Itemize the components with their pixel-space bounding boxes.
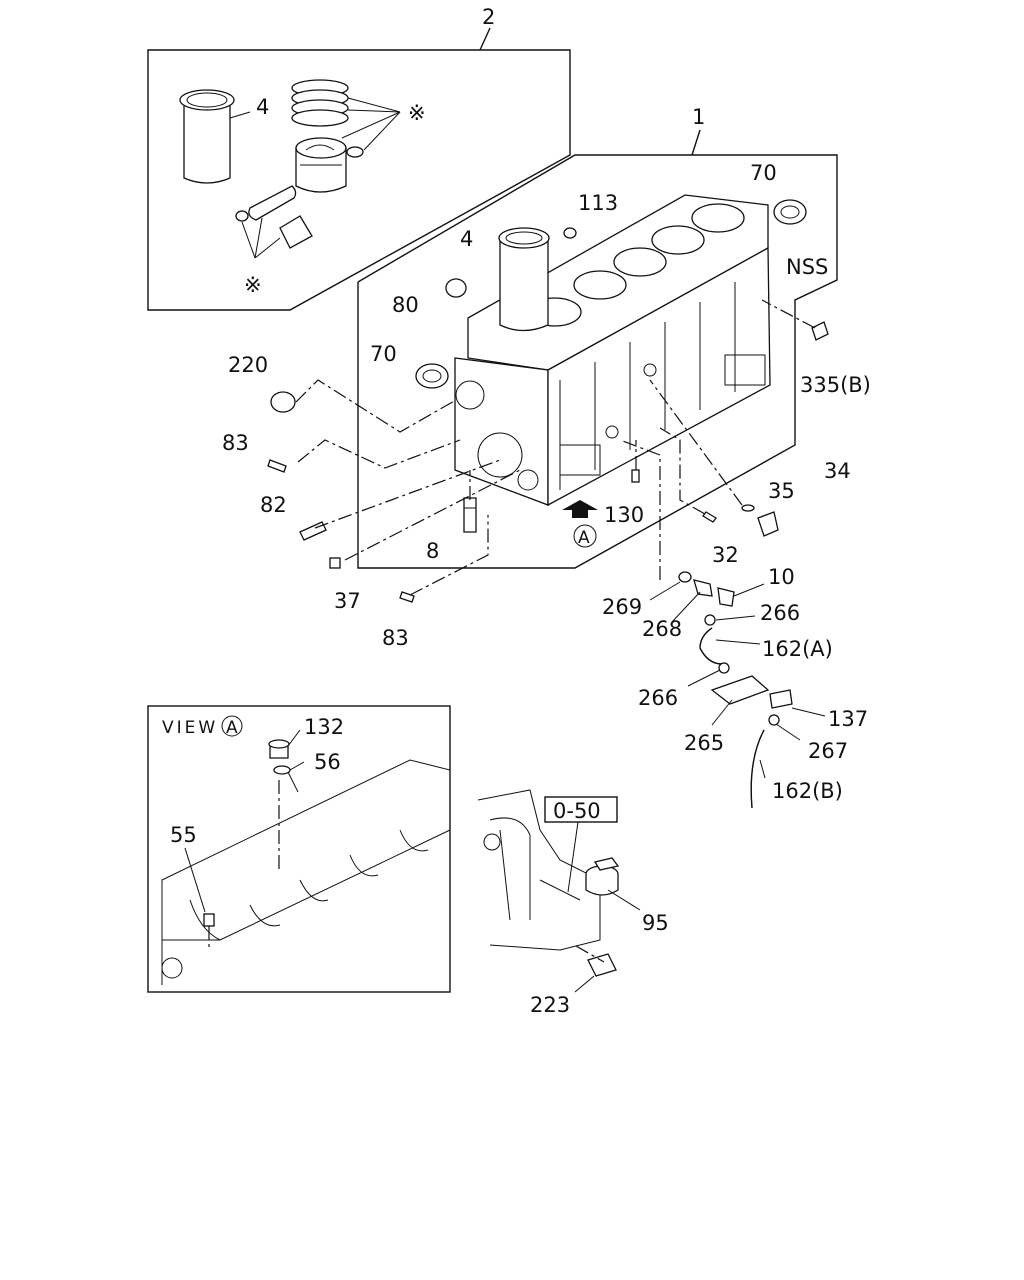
callout-70-left: 70 [370, 342, 397, 366]
callout-55: 55 [170, 823, 197, 847]
arrow-up-icon [562, 500, 598, 518]
piston-pin-part [235, 185, 313, 249]
callout-162a: 162(A) [762, 637, 833, 661]
callout-268: 268 [642, 617, 682, 641]
callout-335b: 335(B) [800, 373, 871, 397]
callout-80: 80 [392, 293, 419, 317]
view-a-marker [573, 524, 597, 548]
view-a-block-detail [161, 729, 451, 985]
callout-265: 265 [684, 731, 724, 755]
oil-seal-70-left-part [415, 363, 449, 389]
plug-37-part [329, 557, 341, 569]
callout-113: 113 [578, 191, 618, 215]
callout-star-rings: ※ [408, 101, 426, 125]
callout-137: 137 [828, 707, 868, 731]
callout-8: 8 [426, 539, 439, 563]
callout-4-kit: 4 [256, 95, 269, 119]
bolt-8-part [463, 497, 477, 533]
piston-rings-part [291, 79, 349, 127]
callout-56: 56 [314, 750, 341, 774]
plug-335b-part [811, 321, 829, 341]
oil-pipe-leaders [649, 581, 826, 779]
callout-70-top: 70 [750, 161, 777, 185]
cylinder-liner-kit-part [179, 89, 251, 184]
callout-1: 1 [692, 105, 705, 129]
callout-130: 130 [604, 503, 644, 527]
callout-view-a: A [578, 528, 593, 548]
bottom-detail-engine [477, 789, 618, 951]
cylinder-liner-part [498, 227, 550, 332]
callout-266-top: 266 [760, 601, 800, 625]
plug-113-part [563, 227, 577, 239]
callout-34: 34 [824, 459, 851, 483]
oil-pressure-switch-34-part [741, 504, 779, 537]
view-circle-label: A [226, 718, 241, 738]
fuel-filter-95-part [585, 857, 641, 911]
callout-162b: 162(B) [772, 779, 843, 803]
block-assembly-frame [357, 129, 838, 569]
callout-132: 132 [304, 715, 344, 739]
callout-267: 267 [808, 739, 848, 763]
seal-80-part [445, 278, 467, 298]
piston-part [295, 137, 364, 193]
pin-83-top-part [267, 459, 287, 473]
pin-32-part [702, 511, 717, 523]
callout-220: 220 [228, 353, 268, 377]
callout-32: 32 [712, 543, 739, 567]
callout-83-bottom: 83 [382, 626, 409, 650]
callout-10: 10 [768, 565, 795, 589]
callout-35: 35 [768, 479, 795, 503]
callout-nss: NSS [786, 255, 828, 279]
callout-269: 269 [602, 595, 642, 619]
callout-82: 82 [260, 493, 287, 517]
plug-130-part [631, 469, 640, 483]
view-label: VIEW [162, 718, 218, 738]
bracket-223-part [574, 945, 617, 993]
view-a-inset-frame [147, 705, 451, 993]
callout-37: 37 [334, 589, 361, 613]
callout-star-pin: ※ [244, 273, 262, 297]
callout-95: 95 [642, 911, 669, 935]
callout-4-block: 4 [460, 227, 473, 251]
kit-leader-lines [241, 97, 401, 259]
callout-labels: 2 1 4 ※ ※ 113 70 4 NSS 80 70 220 335(B) … [162, 5, 871, 1017]
callout-2: 2 [482, 5, 495, 29]
piston-kit-frame [147, 27, 571, 311]
o-ring-220-part [270, 391, 296, 413]
relation-lines [295, 299, 816, 596]
pipe-82-part [299, 521, 327, 541]
oil-seal-70-top-part [773, 199, 807, 225]
ref-box-label: 0-50 [553, 799, 601, 823]
oil-pipe-fittings-part [678, 571, 793, 809]
callout-223: 223 [530, 993, 570, 1017]
callout-266-bottom: 266 [638, 686, 678, 710]
callout-83-top: 83 [222, 431, 249, 455]
